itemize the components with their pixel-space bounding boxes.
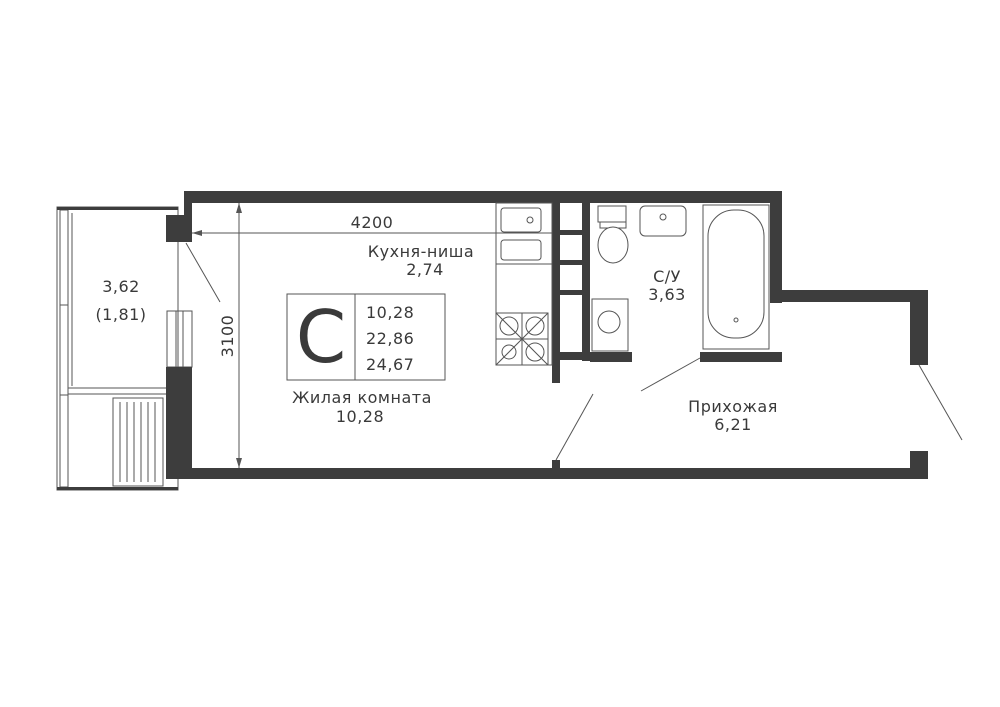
- living-room-name: Жилая комната: [292, 388, 432, 407]
- legend-living-area: 10,28: [366, 303, 414, 322]
- balcony-area-reduced: (1,81): [95, 305, 146, 324]
- bathroom-name: С/У: [653, 267, 681, 286]
- hallway-area: 6,21: [714, 415, 752, 434]
- hallway-name: Прихожая: [688, 397, 778, 416]
- dimension-height: 3100: [218, 315, 237, 358]
- legend-total-with-balcony: 24,67: [366, 355, 414, 374]
- door-swings: [185, 242, 963, 461]
- kitchen-fixtures: [495, 202, 553, 366]
- bathroom-fixtures: [591, 204, 770, 352]
- balcony-area: 3,62: [102, 277, 140, 296]
- dimension-width: 4200: [351, 213, 394, 232]
- kitchen-name: Кухня-ниша: [368, 242, 474, 261]
- stove-icon: [495, 312, 549, 366]
- apartment-type-letter: С: [296, 295, 346, 379]
- walls: [166, 191, 928, 479]
- legend-total-area: 22,86: [366, 329, 414, 348]
- bathroom-area: 3,63: [648, 285, 686, 304]
- area-legend: С 10,28 22,86 24,67: [286, 293, 446, 381]
- living-room-area: 10,28: [336, 407, 384, 426]
- dimension-lines: [192, 203, 552, 468]
- sink-icon: [639, 205, 687, 237]
- bathtub-icon: [702, 204, 770, 350]
- kitchen-area: 2,74: [406, 260, 444, 279]
- washing-machine-icon: [591, 298, 629, 352]
- toilet-icon: [597, 205, 629, 264]
